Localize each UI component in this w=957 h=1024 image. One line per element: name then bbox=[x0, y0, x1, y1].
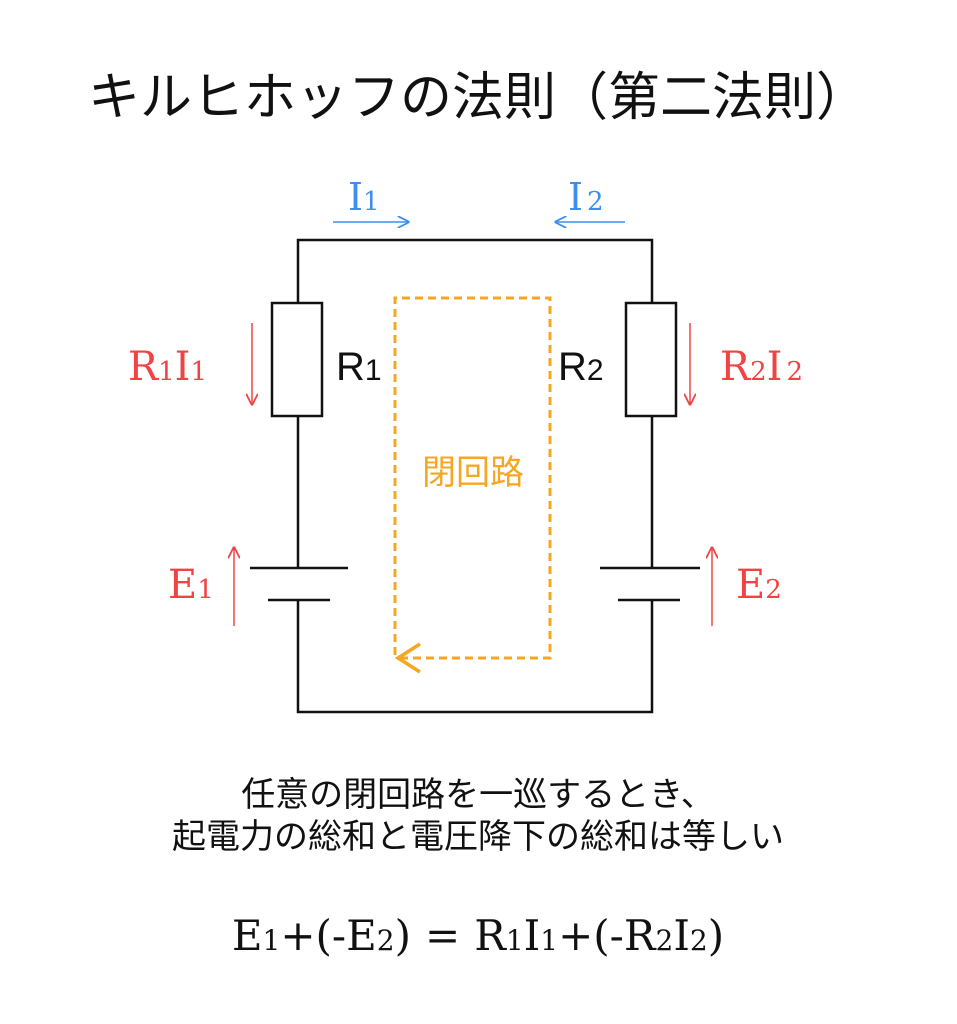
emf-e2-label: E2 bbox=[736, 562, 782, 608]
resistor-r1-label: R1 bbox=[336, 345, 382, 389]
resistor-r2 bbox=[624, 301, 678, 418]
resistor-r1 bbox=[270, 301, 324, 418]
statement-line-1: 任意の閉回路を一巡するとき、 bbox=[241, 775, 715, 815]
emf-e1-label: E1 bbox=[168, 562, 214, 608]
statement-line-2: 起電力の総和と電圧降下の総和は等しい bbox=[172, 817, 784, 857]
closed-loop-path bbox=[393, 296, 552, 660]
resistor-r2-label: R2 bbox=[558, 345, 604, 389]
closed-loop-arrowhead bbox=[394, 642, 421, 674]
page-title: キルヒホッフの法則（第二法則） bbox=[88, 68, 868, 128]
battery-e2 bbox=[600, 566, 700, 602]
closed-loop-label: 閉回路 bbox=[422, 453, 524, 493]
battery-e1 bbox=[250, 566, 348, 602]
equation: E1+(-E2)=R1I1+(-R2I2) bbox=[232, 911, 724, 960]
voltage-drop-r1i1: R1I1 bbox=[128, 344, 207, 390]
circuit-wires bbox=[296, 238, 654, 714]
current-i1-label: I1 bbox=[348, 175, 380, 219]
